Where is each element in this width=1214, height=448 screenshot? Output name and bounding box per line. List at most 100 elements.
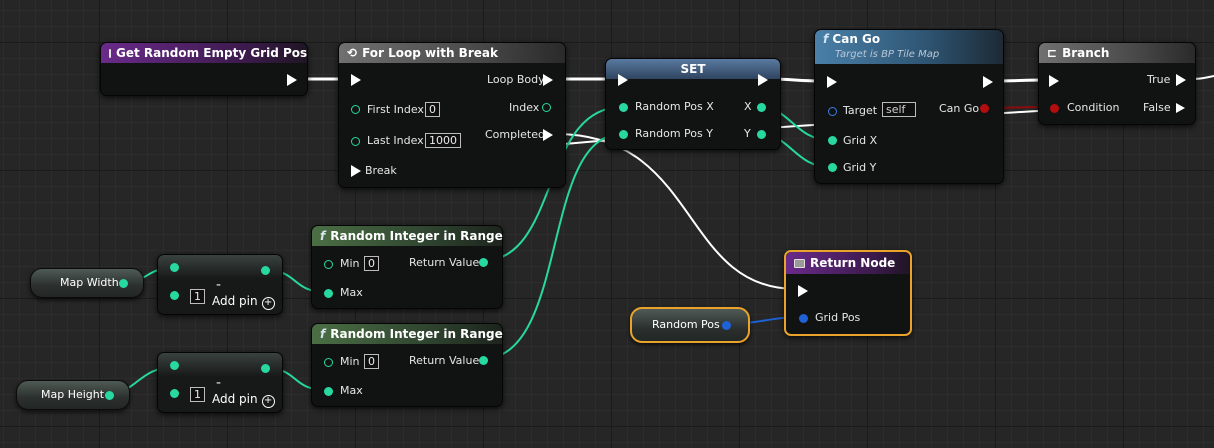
- min-label: Min: [340, 257, 360, 270]
- first-index-pin[interactable]: [351, 105, 360, 114]
- return-node[interactable]: Return Node Grid Pos: [784, 250, 912, 336]
- b-input-field[interactable]: 1: [190, 387, 205, 402]
- subtract-node-2[interactable]: - 1 Add pin+: [157, 352, 283, 413]
- node-title: Can Go: [832, 32, 881, 46]
- return-value-label: Return Value: [409, 354, 480, 367]
- random-pos-y-label: Random Pos Y: [635, 127, 713, 140]
- loop-body-label: Loop Body: [487, 73, 545, 86]
- last-index-label: Last Index: [367, 134, 424, 147]
- grid-x-pin[interactable]: [828, 136, 837, 145]
- function-icon: f: [320, 229, 326, 243]
- x-output-label: X: [744, 100, 752, 113]
- target-field[interactable]: self: [882, 102, 916, 117]
- node-title: Branch: [1062, 46, 1110, 60]
- exec-input-pin[interactable]: [827, 76, 837, 88]
- max-pin[interactable]: [324, 289, 333, 298]
- first-index-field[interactable]: 0: [425, 102, 440, 117]
- node-header: Get Random Empty Grid Pos: [101, 43, 307, 63]
- result-output-pin[interactable]: [261, 364, 270, 373]
- return-icon: [794, 258, 805, 268]
- variable-label: Random Pos: [652, 318, 720, 331]
- exec-output-pin[interactable]: [983, 76, 993, 88]
- map-width-variable[interactable]: Map Width: [30, 268, 144, 298]
- add-pin-label: Add pin: [212, 392, 258, 406]
- function-icon: f: [320, 327, 326, 341]
- last-index-field[interactable]: 1000: [425, 133, 461, 148]
- subtract-node-1[interactable]: - 1 Add pin+: [157, 254, 283, 315]
- false-exec-pin[interactable]: [1176, 103, 1185, 113]
- target-pin[interactable]: [828, 107, 837, 116]
- node-header: f Random Integer in Range: [312, 324, 503, 344]
- index-pin[interactable]: [542, 103, 551, 112]
- true-exec-pin[interactable]: [1176, 74, 1186, 86]
- exec-input-pin[interactable]: [351, 74, 361, 86]
- max-label: Max: [340, 286, 363, 299]
- exec-output-pin[interactable]: [758, 74, 768, 86]
- exec-output-pin[interactable]: [287, 74, 297, 86]
- random-pos-x-pin[interactable]: [619, 103, 628, 112]
- node-header: ⊏ Branch: [1039, 43, 1195, 63]
- random-pos-x-label: Random Pos X: [635, 100, 714, 113]
- node-header: f Can Go Target is BP Tile Map: [815, 30, 1003, 64]
- add-pin-button[interactable]: Add pin+: [212, 392, 275, 408]
- can-go-node[interactable]: f Can Go Target is BP Tile Map Target se…: [814, 29, 1004, 184]
- completed-pin[interactable]: [543, 129, 553, 141]
- condition-pin[interactable]: [1050, 104, 1059, 113]
- for-loop-with-break-node[interactable]: ⟲ For Loop with Break First Index 0 Last…: [338, 42, 566, 188]
- map-width-output-pin[interactable]: [119, 279, 128, 288]
- min-pin[interactable]: [324, 260, 333, 269]
- grid-y-label: Grid Y: [843, 161, 877, 174]
- max-pin[interactable]: [324, 387, 333, 396]
- exec-input-pin[interactable]: [798, 285, 808, 297]
- a-input-pin[interactable]: [170, 361, 179, 370]
- random-integer-in-range-node-2[interactable]: f Random Integer in Range Min 0 Max Retu…: [311, 323, 503, 407]
- b-input-field[interactable]: 1: [190, 289, 205, 304]
- loop-body-pin[interactable]: [543, 74, 553, 86]
- map-height-variable[interactable]: Map Height: [16, 380, 130, 410]
- random-pos-y-pin[interactable]: [619, 130, 628, 139]
- node-header: Return Node: [786, 252, 910, 274]
- max-label: Max: [340, 384, 363, 397]
- x-output-pin[interactable]: [757, 103, 766, 112]
- min-field[interactable]: 0: [364, 354, 379, 369]
- grid-pos-pin[interactable]: [799, 314, 808, 323]
- add-pin-button[interactable]: Add pin+: [212, 294, 275, 310]
- branch-node[interactable]: ⊏ Branch Condition True False: [1038, 42, 1196, 125]
- variable-label: Map Width: [60, 276, 119, 289]
- min-pin[interactable]: [324, 358, 333, 367]
- false-label: False: [1143, 101, 1171, 114]
- condition-label: Condition: [1067, 101, 1120, 114]
- node-subtitle: Target is BP Tile Map: [835, 49, 940, 60]
- map-height-output-pin[interactable]: [105, 391, 114, 400]
- grid-y-pin[interactable]: [828, 163, 837, 172]
- random-pos-output-pin[interactable]: [722, 321, 731, 330]
- node-title: SET: [680, 62, 706, 76]
- exec-input-pin[interactable]: [1049, 75, 1059, 87]
- exec-input-pin[interactable]: [618, 74, 628, 86]
- a-input-pin[interactable]: [170, 263, 179, 272]
- get-random-empty-grid-pos-node[interactable]: Get Random Empty Grid Pos: [100, 42, 308, 96]
- min-field[interactable]: 0: [364, 256, 379, 271]
- completed-label: Completed: [485, 128, 545, 141]
- branch-icon: ⊏: [1047, 46, 1058, 60]
- break-exec-pin[interactable]: [351, 165, 361, 177]
- b-input-pin[interactable]: [170, 291, 179, 300]
- random-integer-in-range-node-1[interactable]: f Random Integer in Range Min 0 Max Retu…: [311, 225, 503, 309]
- b-input-pin[interactable]: [170, 389, 179, 398]
- result-output-pin[interactable]: [261, 266, 270, 275]
- y-output-pin[interactable]: [757, 130, 766, 139]
- random-pos-variable[interactable]: Random Pos: [630, 307, 750, 343]
- node-header: SET: [606, 59, 780, 79]
- return-value-pin[interactable]: [479, 258, 488, 267]
- return-value-pin[interactable]: [479, 356, 488, 365]
- grid-x-label: Grid X: [843, 134, 878, 147]
- index-label: Index: [509, 101, 540, 114]
- last-index-pin[interactable]: [351, 137, 360, 146]
- node-title: For Loop with Break: [362, 46, 498, 60]
- min-label: Min: [340, 355, 360, 368]
- node-title: Random Integer in Range: [330, 327, 503, 341]
- set-node[interactable]: SET Random Pos X Random Pos Y X Y: [605, 58, 781, 150]
- can-go-output-pin[interactable]: [980, 104, 989, 113]
- can-go-output-label: Can Go: [939, 102, 980, 115]
- plus-icon: +: [261, 297, 275, 310]
